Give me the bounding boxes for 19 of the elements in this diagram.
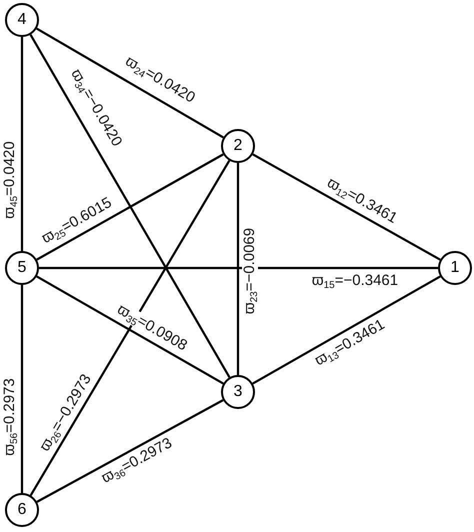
node-circle: 3	[221, 375, 255, 409]
connector-line	[20, 285, 24, 493]
connector-line	[236, 163, 240, 375]
connector-line	[36, 276, 224, 384]
node-circle: 1	[438, 251, 472, 285]
connector-line	[30, 160, 230, 496]
node-circle: 2	[221, 129, 255, 163]
connector-line	[36, 153, 224, 261]
node-circle: 4	[5, 3, 39, 37]
connector-line	[36, 399, 224, 503]
connector-line	[252, 153, 441, 261]
connector-line	[39, 266, 438, 270]
connector-line	[36, 28, 224, 138]
connector-line	[252, 275, 441, 385]
node-circle: 5	[5, 251, 39, 285]
edge-label: ϖ$_{15}$=−0.3461	[310, 273, 400, 289]
connector-line	[20, 37, 24, 251]
connector-line	[30, 34, 230, 378]
node-circle: 6	[5, 493, 39, 527]
